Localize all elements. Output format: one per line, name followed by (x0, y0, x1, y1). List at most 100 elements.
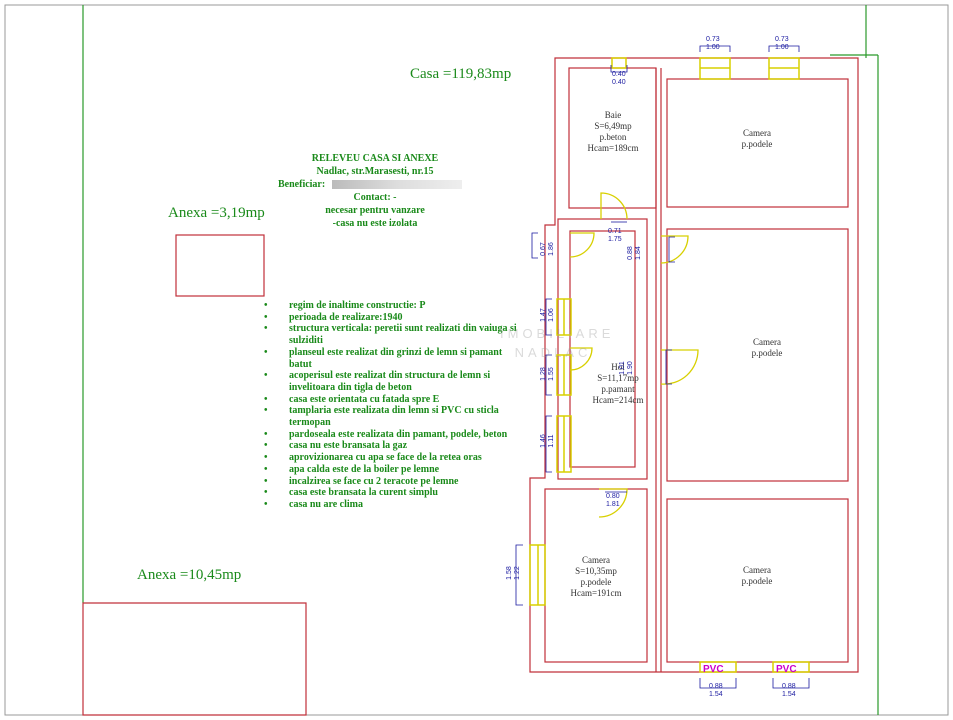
dimension-value: 0.80 (606, 493, 620, 500)
pvc-label: PVC (776, 664, 797, 675)
note-item: casa este orientata cu fatada spre E (262, 394, 522, 406)
plan-purpose: necesar pentru vanzare (325, 205, 425, 216)
room-floor: p.podele (580, 577, 612, 587)
anexa-small-area-label: Anexa =3,19mp (168, 205, 265, 221)
plan-header: RELEVEU CASA SI ANEXE Nadlac, str.Marase… (270, 152, 480, 230)
room-name: Camera (753, 337, 781, 347)
room-name: Hol (611, 362, 625, 372)
note-item: tamplaria este realizata din lemn si PVC… (262, 405, 522, 428)
room-label-camera-br: Camera p.podele (717, 565, 797, 587)
dimension-value: 0.67 (540, 242, 547, 256)
room-floor: p.pamant (601, 384, 635, 394)
site-boundary (82, 5, 879, 715)
dimension-value: 0.40 (612, 71, 626, 78)
room-floor: p.podele (741, 576, 773, 586)
dimension-value: 1.01 (619, 361, 626, 375)
note-item: apa calda este de la boiler pe lemne (262, 464, 522, 476)
note-item: casa nu este bransata la gaz (262, 440, 522, 452)
dimension-value: 1.22 (514, 566, 521, 580)
room-floor: p.podele (751, 348, 783, 358)
plan-title: RELEVEU CASA SI ANEXE (311, 153, 439, 164)
room-label-camera-mid: Camera p.podele (727, 337, 807, 359)
note-item: casa nu are clima (262, 499, 522, 511)
anexa-large-area-label: Anexa =10,45mp (137, 567, 242, 583)
note-item: incalzirea se face cu 2 teracote pe lemn… (262, 476, 522, 488)
room-name: Baie (604, 110, 622, 120)
plan-insulation: -casa nu este izolata (332, 218, 418, 229)
room-label-baie: Baie S=6,49mp p.beton Hcam=189cm (570, 110, 656, 154)
room-height: Hcam=189cm (587, 143, 639, 153)
dimension-value: 0.88 (782, 683, 796, 690)
note-item: pardoseala este realizata din pamant, po… (262, 429, 522, 441)
dimension-value: 1.00 (775, 44, 789, 51)
note-item: aprovizionarea cu apa se face de la rete… (262, 452, 522, 464)
room-height: Hcam=214cm (592, 395, 644, 405)
room-name: Camera (582, 555, 610, 565)
anexa-large-outline (82, 602, 307, 716)
dimension-value: 1.28 (540, 367, 547, 381)
openings (529, 57, 810, 673)
room-label-hol: Hol S=11,17mp p.pamant Hcam=214cm (578, 362, 658, 406)
room-label-camera-top: Camera p.podele (717, 128, 797, 150)
dimension-value: 1.06 (548, 308, 555, 322)
dimension-value: 1.47 (540, 308, 547, 322)
dimension-value: 0.71 (608, 228, 622, 235)
beneficiar-redacted (331, 180, 462, 190)
room-name: Camera (743, 128, 771, 138)
dimension-value: 1.58 (506, 566, 513, 580)
dimension-value: 1.75 (608, 236, 622, 243)
page-frame (4, 4, 949, 716)
dimension-value: 1.00 (706, 44, 720, 51)
note-item: perioada de realizare:1940 (262, 312, 522, 324)
pvc-label: PVC (703, 664, 724, 675)
casa-area-label: Casa =119,83mp (410, 66, 512, 82)
room-area: S=6,49mp (594, 121, 632, 131)
plan-contact: Contact: - (353, 192, 397, 203)
dimension-value: 0.88 (627, 246, 634, 260)
beneficiar-label: Beneficiar: (278, 179, 326, 190)
watermark: IMOBILIARE NADLAC (500, 324, 615, 374)
watermark-line: IMOBILIARE (500, 326, 615, 341)
dimension-value: 0.73 (775, 36, 789, 43)
dimension-value: 1.46 (540, 434, 547, 448)
dimension-value: 1.54 (709, 691, 723, 698)
watermark-line: NADLAC (514, 345, 592, 360)
note-item: regim de inaltime constructie: P (262, 300, 522, 312)
room-label-camera-bl: Camera S=10,35mp p.podele Hcam=191cm (556, 555, 636, 599)
construction-notes: regim de inaltime constructie: P perioad… (262, 300, 522, 511)
room-name: Camera (743, 565, 771, 575)
dimension-value: 1.11 (548, 434, 555, 448)
note-item: casa este bransata la curent simplu (262, 487, 522, 499)
dimension-value: 0.88 (709, 683, 723, 690)
dimension-value: 0.73 (706, 36, 720, 43)
room-area: S=10,35mp (575, 566, 617, 576)
dimension-value: 1.81 (606, 501, 620, 508)
dimension-value: 1.90 (627, 361, 634, 375)
dimension-value: 0.40 (612, 79, 626, 86)
note-item: structura verticala: peretii sunt realiz… (262, 323, 522, 346)
dimension-value: 1.54 (782, 691, 796, 698)
room-height: Hcam=191cm (570, 588, 622, 598)
note-item: acoperisul este realizat din structura d… (262, 370, 522, 393)
anexa-small-outline (175, 234, 265, 297)
dimension-value: 1.86 (548, 242, 555, 256)
house-walls (529, 57, 859, 673)
dimension-lines (515, 45, 810, 689)
plan-address: Nadlac, str.Marasesti, nr.15 (316, 166, 434, 177)
room-floor: p.beton (599, 132, 627, 142)
plan-beneficiar: Beneficiar: (270, 178, 480, 191)
room-area: S=11,17mp (597, 373, 639, 383)
